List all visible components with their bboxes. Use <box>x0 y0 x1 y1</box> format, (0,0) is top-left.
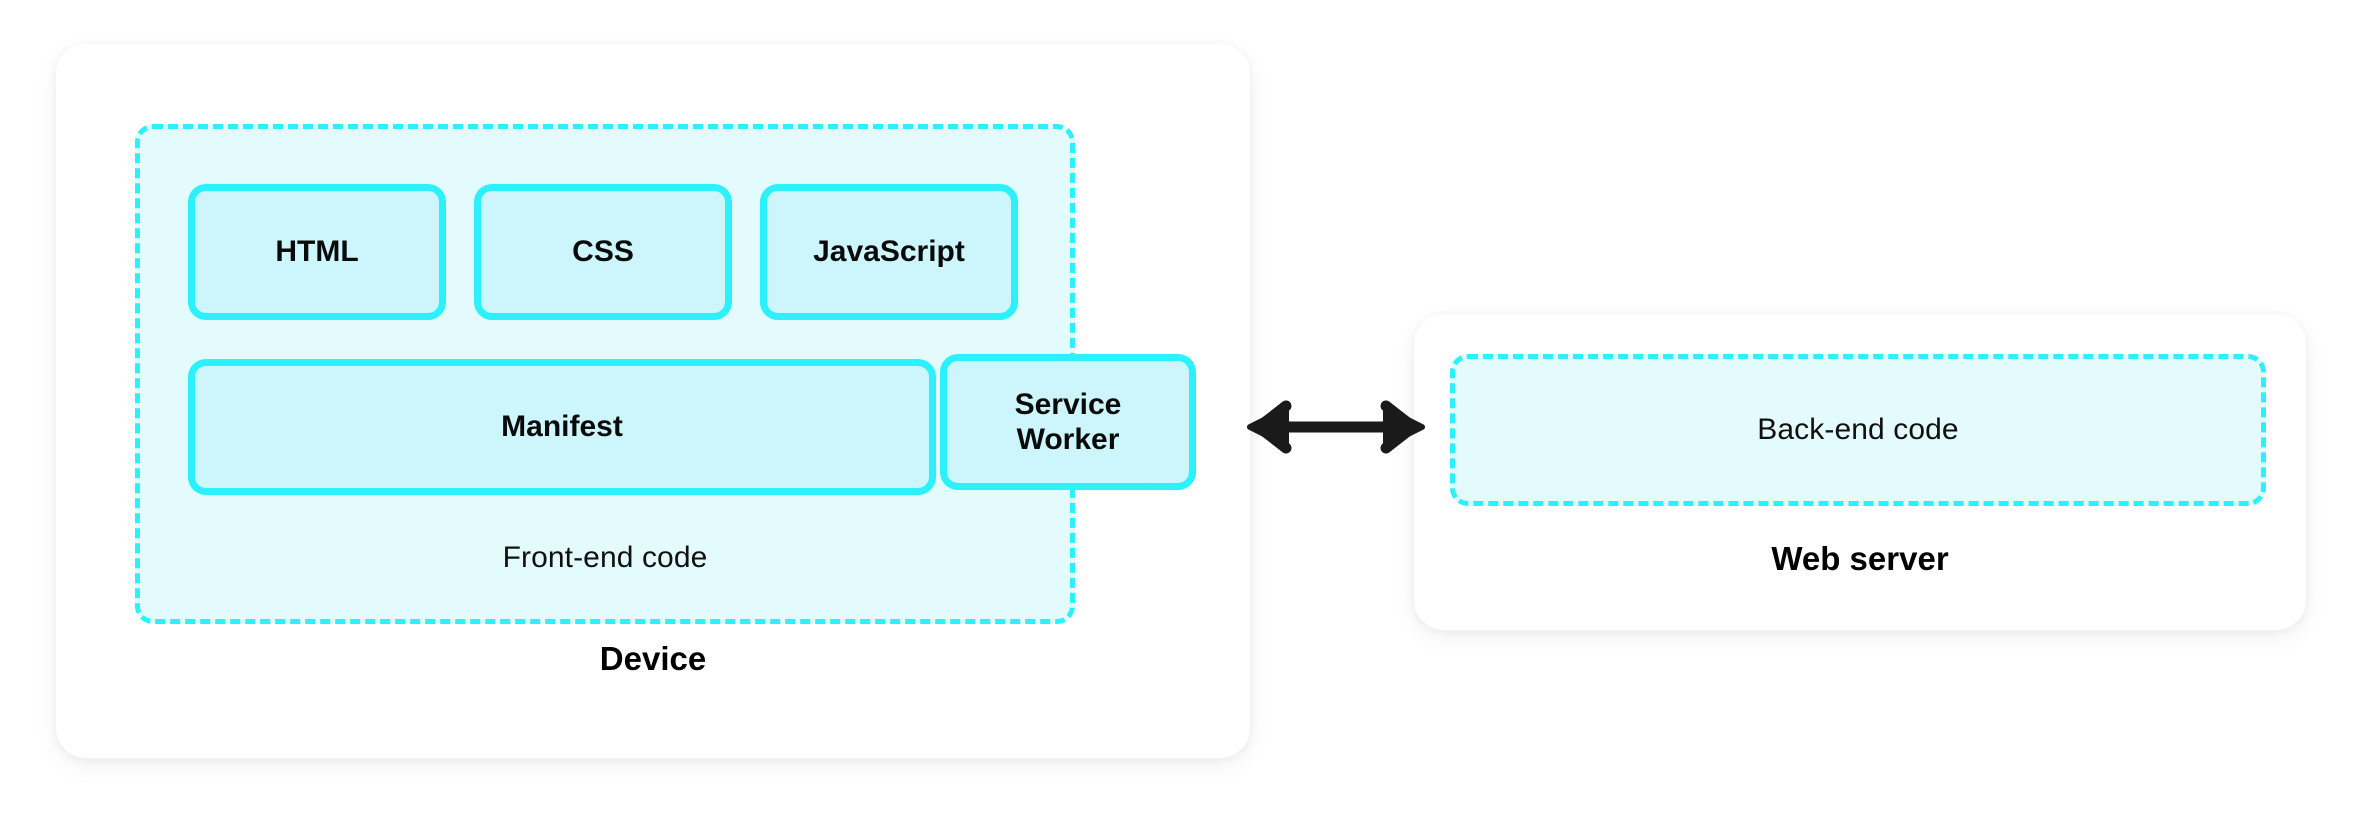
web-server-panel: Back-end code Web server <box>1414 314 2306 630</box>
tile-css[interactable]: CSS <box>474 184 732 320</box>
back-end-code-label: Back-end code <box>1757 413 1959 446</box>
front-end-code-region: HTML CSS JavaScript Manifest Front-end c… <box>135 124 1075 624</box>
device-panel: HTML CSS JavaScript Manifest Front-end c… <box>56 44 1250 758</box>
tile-service-worker[interactable]: Service Worker <box>940 354 1196 490</box>
service-worker-label: Service Worker <box>1015 387 1122 458</box>
tile-javascript[interactable]: JavaScript <box>760 184 1018 320</box>
service-worker-label-line2: Worker <box>1016 423 1120 456</box>
device-label: Device <box>599 640 707 677</box>
tile-manifest[interactable]: Manifest <box>188 359 936 495</box>
tile-html[interactable]: HTML <box>188 184 446 320</box>
service-worker-label-line1: Service <box>1014 387 1122 421</box>
back-end-code-region: Back-end code <box>1450 354 2266 506</box>
bidirectional-arrow-icon <box>1247 400 1425 454</box>
web-server-label: Web server <box>1771 540 1949 577</box>
front-end-code-label: Front-end code <box>502 541 708 574</box>
